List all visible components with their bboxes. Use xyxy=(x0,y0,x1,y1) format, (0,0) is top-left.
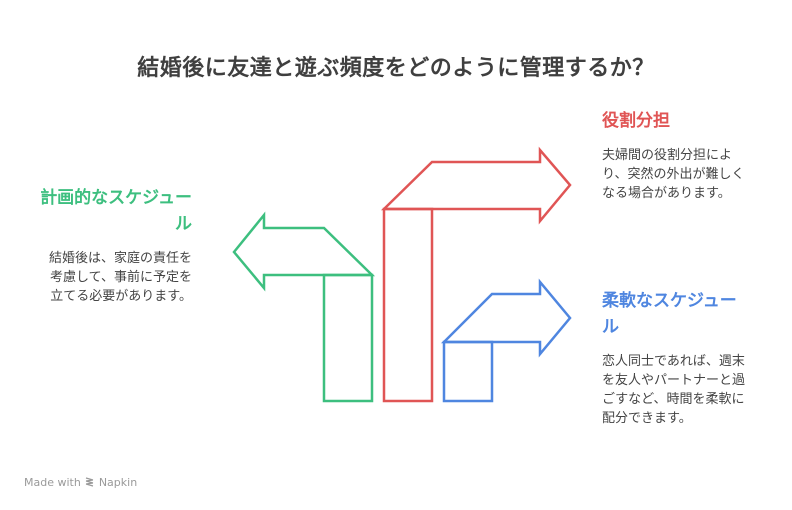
option-heading: 柔軟なスケジュール xyxy=(602,291,737,337)
option-heading: 役割分担 xyxy=(602,111,670,131)
option-role-division: 役割分担 夫婦間の役割分担により、突然の外出が難しくなる場合があります。 xyxy=(602,108,752,203)
napkin-logo-icon xyxy=(85,477,93,487)
blue-arrow-icon xyxy=(440,278,572,403)
option-description: 結婚後は、家庭の責任を考慮して、事前に予定を立てる必要があります。 xyxy=(48,251,192,304)
option-heading: 計画的なスケジュール xyxy=(40,188,192,234)
red-arrow-icon xyxy=(380,146,572,403)
made-with-napkin-footer: Made with Napkin xyxy=(24,476,137,489)
option-description: 夫婦間の役割分担により、突然の外出が難しくなる場合があります。 xyxy=(602,148,745,201)
green-arrow-icon xyxy=(232,211,376,403)
diagram-title: 結婚後に友達と遊ぶ頻度をどのように管理するか？ xyxy=(137,56,655,81)
option-flexible-schedule: 柔軟なスケジュール 恋人同士であれば、週末を友人やパートナーと過ごすなど、時間を… xyxy=(602,288,752,428)
option-planned-schedule: 計画的なスケジュール 結婚後は、家庭の責任を考慮して、事前に予定を立てる必要があ… xyxy=(40,185,192,306)
napkin-brand-label: Napkin xyxy=(98,476,138,489)
made-with-label: Made with xyxy=(24,476,81,489)
option-description: 恋人同士であれば、週末を友人やパートナーと過ごすなど、時間を柔軟に配分できます。 xyxy=(602,354,746,426)
